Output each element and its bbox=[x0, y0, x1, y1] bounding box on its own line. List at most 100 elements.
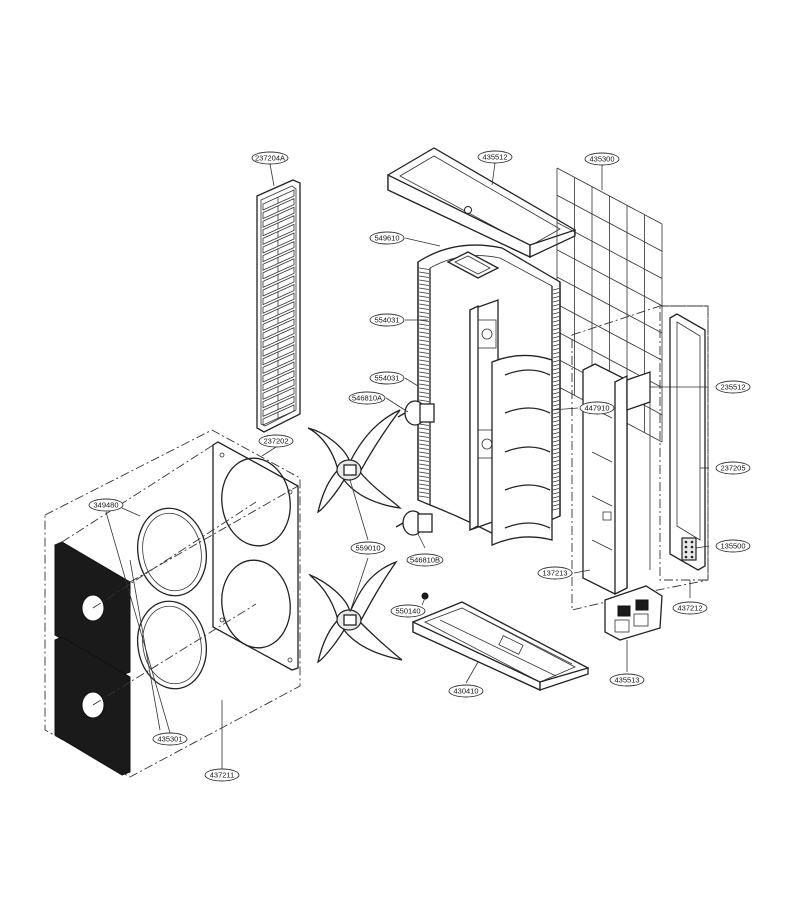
coil-fin bbox=[552, 388, 560, 391]
coil-fin bbox=[418, 275, 430, 278]
coil-fin bbox=[418, 399, 430, 402]
terminal-dot bbox=[690, 545, 694, 549]
label-text: 559010 bbox=[355, 544, 380, 553]
coil-fin bbox=[552, 504, 560, 507]
coil-fin bbox=[552, 392, 560, 395]
coil-fin bbox=[418, 327, 430, 330]
coil-fin bbox=[418, 495, 430, 498]
coil-fin bbox=[418, 427, 430, 430]
label-447910: 447910 bbox=[579, 401, 615, 415]
coil-fin bbox=[418, 347, 430, 350]
label-550140: 550140 bbox=[390, 604, 426, 618]
coil-fin bbox=[418, 267, 430, 270]
rear-guard-grille bbox=[256, 179, 301, 433]
coil-fin bbox=[418, 299, 430, 302]
label-text: 447910 bbox=[584, 404, 609, 413]
partition-panel bbox=[491, 354, 553, 546]
motor-mount-bracket bbox=[469, 299, 499, 532]
coil-fin bbox=[552, 316, 560, 319]
coil-fin bbox=[418, 303, 430, 306]
label-435513: 435513 bbox=[609, 673, 645, 687]
label-text: 546810B bbox=[410, 556, 440, 565]
coil-fin bbox=[552, 348, 560, 351]
terminal-dot bbox=[684, 540, 688, 544]
grille-slat bbox=[262, 318, 295, 340]
mesh-wire-horizontal bbox=[556, 167, 663, 225]
grille-slat bbox=[262, 206, 295, 228]
coil-fin bbox=[552, 312, 560, 315]
propeller-fan-lower bbox=[308, 560, 403, 664]
fan-motor-upper bbox=[397, 400, 435, 426]
grille-slat bbox=[262, 344, 295, 366]
front-alignment-lines bbox=[61, 441, 299, 706]
label-430410: 430410 bbox=[448, 684, 484, 698]
service-panel-bracket bbox=[626, 371, 651, 570]
label-546810B: 546810B bbox=[406, 553, 444, 567]
grille-slat bbox=[262, 361, 295, 383]
coil-fin bbox=[552, 332, 560, 335]
coil-fin bbox=[418, 439, 430, 442]
coil-fin bbox=[552, 476, 560, 479]
label-text: 546810A bbox=[352, 394, 382, 403]
coil-fin bbox=[552, 324, 560, 327]
coil-fin bbox=[552, 352, 560, 355]
coil-fin bbox=[418, 287, 430, 290]
label-text: 437212 bbox=[677, 604, 702, 613]
grille-slat bbox=[262, 232, 295, 254]
coil-fin bbox=[552, 500, 560, 503]
label-237205: 237205 bbox=[715, 461, 751, 475]
coil-fin bbox=[418, 491, 430, 494]
label-435512: 435512 bbox=[477, 150, 513, 164]
label-135500: 135500 bbox=[715, 539, 751, 553]
label-437212: 437212 bbox=[672, 601, 708, 615]
coil-fin bbox=[552, 344, 560, 347]
grille-slat bbox=[262, 387, 295, 409]
label-text: 550140 bbox=[395, 607, 420, 616]
coil-fin bbox=[552, 472, 560, 475]
coil-fin bbox=[418, 423, 430, 426]
grille-slat bbox=[262, 309, 295, 332]
label-435301: 435301 bbox=[152, 732, 188, 746]
coil-fin bbox=[418, 463, 430, 466]
coil-fin bbox=[418, 471, 430, 474]
coil-fin bbox=[418, 447, 430, 450]
mesh-wire-horizontal bbox=[556, 222, 663, 279]
grille-slat bbox=[262, 215, 295, 237]
coil-fin bbox=[418, 375, 430, 378]
coil-fin bbox=[418, 343, 430, 346]
grille-slat bbox=[262, 249, 295, 271]
grille-slat bbox=[262, 197, 295, 220]
label-text: 135500 bbox=[720, 542, 745, 551]
grille-slat bbox=[262, 275, 295, 297]
coil-fin bbox=[552, 448, 560, 451]
label-text: 554031 bbox=[374, 374, 399, 383]
coil-fin bbox=[552, 400, 560, 403]
coil-fin bbox=[418, 391, 430, 394]
coil-fin bbox=[552, 384, 560, 387]
coil-fin bbox=[552, 452, 560, 455]
coil-fin bbox=[552, 444, 560, 447]
mesh-wire-horizontal bbox=[556, 194, 663, 252]
grille-slat bbox=[262, 369, 295, 392]
label-text: 137213 bbox=[542, 569, 567, 578]
coil-fin bbox=[552, 496, 560, 499]
terminal-dot bbox=[684, 550, 688, 554]
coil-fin bbox=[418, 351, 430, 354]
grille-slat bbox=[262, 258, 295, 280]
coil-fin bbox=[552, 488, 560, 491]
coil-fin bbox=[418, 483, 430, 486]
coil-fin bbox=[418, 331, 430, 334]
coil-fin bbox=[418, 283, 430, 286]
leader-lines bbox=[105, 162, 710, 769]
coil-fin bbox=[418, 315, 430, 318]
coil-fin bbox=[418, 475, 430, 478]
label-text: 237205 bbox=[720, 464, 745, 473]
grille-slat bbox=[262, 223, 295, 246]
coil-fin bbox=[552, 464, 560, 467]
label-235512: 235512 bbox=[715, 380, 751, 394]
coil-fin bbox=[418, 487, 430, 490]
fan-shroud-rings bbox=[137, 507, 207, 690]
coil-fin bbox=[418, 451, 430, 454]
label-437211: 437211 bbox=[204, 768, 240, 782]
